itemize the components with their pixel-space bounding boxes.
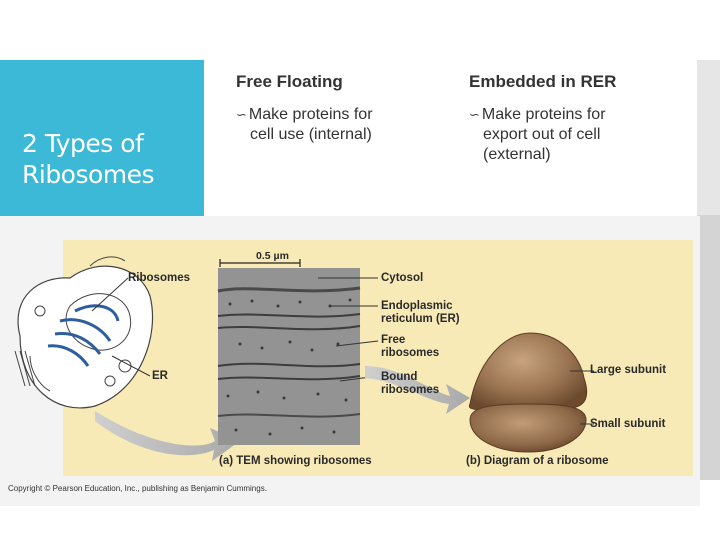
copyright-credit: Copyright © Pearson Education, Inc., pub…: [8, 484, 267, 493]
label-er-full-line-2: reticulum (ER): [381, 313, 460, 325]
column-body-embedded: ∽Make proteins for export out of cell (e…: [469, 105, 679, 165]
column-body-free: ∽Make proteins for cell use (internal): [236, 105, 436, 145]
free-bullet-line-2: cell use (internal): [250, 126, 372, 143]
free-bullet-line-1: Make proteins for: [248, 106, 373, 123]
label-large-subunit: Large subunit: [590, 364, 667, 376]
figure-panel-background: [63, 240, 693, 476]
embedded-bullet-line-2: export out of cell: [483, 126, 601, 143]
cell-icon: [14, 256, 154, 409]
label-er: ER: [152, 370, 168, 382]
label-bound-line-2: ribosomes: [381, 384, 440, 396]
label-er-full-line-1: Endoplasmic: [381, 300, 453, 312]
caption-a: (a) TEM showing ribosomes: [219, 455, 372, 467]
caption-b: (b) Diagram of a ribosome: [466, 455, 609, 467]
scale-label: 0.5 µm: [256, 250, 289, 262]
label-er-full: Endoplasmic reticulum (ER): [381, 300, 460, 326]
column-heading-free: Free Floating: [236, 72, 343, 91]
ribosome-illustration: [14, 256, 594, 461]
label-bound-ribosomes: Bound ribosomes: [381, 371, 439, 397]
label-free-line-2: ribosomes: [381, 347, 440, 359]
label-cytosol: Cytosol: [381, 272, 424, 284]
label-free-line-1: Free: [381, 334, 406, 346]
bullet-icon: ∽: [469, 107, 480, 122]
column-heading-embedded: Embedded in RER: [469, 72, 617, 91]
label-ribosomes: Ribosomes: [128, 272, 190, 284]
ribosome-diagram: [468, 332, 588, 453]
bullet-icon: ∽: [236, 107, 247, 122]
slide-title-line-1: 2 Types of: [22, 129, 144, 158]
slide-title: 2 Types of Ribosomes: [22, 128, 202, 190]
tem-micrograph: [217, 268, 361, 445]
embedded-bullet-line-3: (external): [483, 146, 551, 163]
title-panel: [0, 60, 204, 216]
embedded-bullet-line-1: Make proteins for: [481, 106, 606, 123]
label-free-ribosomes: Free ribosomes: [381, 334, 439, 360]
side-strip-top: [697, 60, 720, 215]
slide-title-line-2: Ribosomes: [22, 160, 155, 189]
label-small-subunit: Small subunit: [590, 418, 666, 430]
label-bound-line-1: Bound: [381, 371, 418, 383]
